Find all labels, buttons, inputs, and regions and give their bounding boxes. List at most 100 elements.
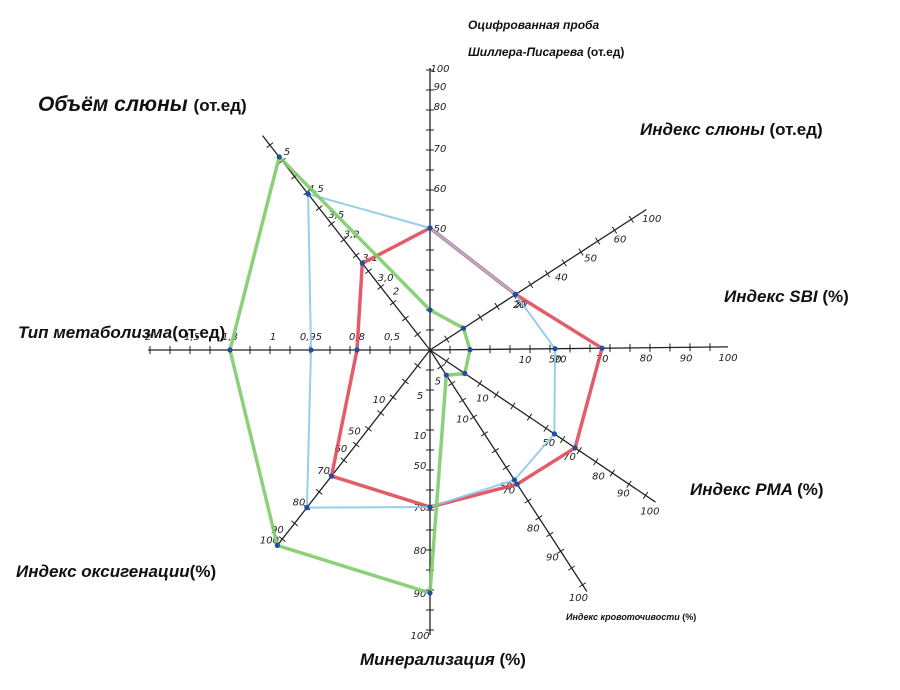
tick-label-pma: 90 xyxy=(617,488,630,499)
axis-line-saliva_volume xyxy=(262,135,431,351)
axis-tick-mark-bleeding xyxy=(437,364,445,370)
series-point-1-pma xyxy=(551,431,558,437)
axis-tick-mark-pma xyxy=(626,480,632,488)
axis-tick-mark-saliva_index xyxy=(544,270,551,278)
axis-tick-mark-saliva_volume xyxy=(266,142,274,148)
axis-tick-mark-bleeding xyxy=(469,414,478,420)
axis-label-metabolism: Тип метаболизма(от.ед) xyxy=(18,323,226,342)
series-point-1-metabolism xyxy=(308,347,314,353)
series-point-2-schiller xyxy=(427,307,433,313)
tick-label-schiller: 100 xyxy=(430,64,449,75)
series-polygon-1 xyxy=(305,193,556,509)
axis-label-saliva-volume: Объём слюны (от.ед) xyxy=(38,93,247,116)
axis-tick-mark-pma xyxy=(526,413,533,421)
axis-tick-mark-saliva_index xyxy=(477,313,483,321)
axis-tick-mark-saliva_volume xyxy=(340,236,348,243)
axis-tick-mark-saliva_index xyxy=(444,335,450,343)
tick-label-oxygenation: 100 xyxy=(260,535,279,546)
tick-label-saliva_volume: 5 xyxy=(284,147,290,158)
axis-label-mineralization: Минерализация (%) xyxy=(360,650,526,669)
axis-tick-mark-saliva_volume xyxy=(377,284,385,290)
axis-tick-mark-saliva_index xyxy=(628,215,634,223)
series-point-1-mineralization xyxy=(427,504,433,510)
axis-line-bleeding xyxy=(429,349,588,592)
axis-label-bleeding: Индекс кровоточивости (%) xyxy=(566,612,697,622)
axis-label-schiller-line1: Оцифрованная проба xyxy=(468,18,600,32)
axis-tick-mark-bleeding xyxy=(459,397,467,403)
axis-tick-mark-oxygenation xyxy=(291,520,299,527)
axis-line-saliva_index xyxy=(429,208,647,351)
series-point-2-saliva_volume xyxy=(276,154,282,160)
tick-label-schiller: 50 xyxy=(434,224,447,235)
tick-label-bleeding: 70 xyxy=(502,486,515,497)
axis-tick-mark-bleeding xyxy=(491,448,499,454)
tick-label-bleeding: 5 xyxy=(435,377,441,388)
series-point-0-metabolism xyxy=(354,347,360,353)
axis-tick-mark-saliva_index xyxy=(561,259,567,267)
series-point-2-oxygenation xyxy=(274,542,280,549)
axis-tick-mark-bleeding xyxy=(535,515,543,521)
tick-label-bleeding: 100 xyxy=(569,593,588,604)
axis-tick-mark-saliva_volume xyxy=(401,315,409,322)
axis-tick-mark-pma xyxy=(477,379,483,388)
axis-tick-mark-pma xyxy=(543,424,549,432)
axis-tick-mark-pma xyxy=(443,357,450,365)
series-point-0-oxygenation xyxy=(328,473,335,479)
tick-label-pma: 50 xyxy=(542,438,555,449)
series-point-0-pma xyxy=(572,445,578,451)
tick-label-saliva_volume: 3,2 xyxy=(344,230,360,241)
axis-tick-mark-pma xyxy=(559,435,566,444)
axis-tick-mark-pma xyxy=(493,391,499,399)
series-point-0-saliva_volume xyxy=(359,260,365,266)
tick-label-sbi: 70 xyxy=(596,354,609,365)
axes-layer xyxy=(148,68,728,635)
tick-label-mineralization: 90 xyxy=(414,589,427,600)
tick-label-saliva_index: 60 xyxy=(614,235,627,246)
axis-label-schiller-line2: Шиллера-Писарева (от.ед) xyxy=(468,45,625,59)
tick-label-oxygenation: 10 xyxy=(373,395,386,406)
axis-tick-mark-bleeding xyxy=(567,565,576,571)
series-point-0-sbi xyxy=(599,345,605,351)
axis-label-saliva-index: Индекс слюны (от.ед) xyxy=(640,120,823,139)
series-point-1-saliva_volume xyxy=(305,191,311,197)
tick-label-schiller: 60 xyxy=(434,184,447,195)
tick-label-mineralization: 5 xyxy=(417,391,423,402)
tick-label-oxygenation: 60 xyxy=(334,444,347,455)
tick-label-metabolism: 1,5 xyxy=(184,332,200,343)
axis-tick-mark-saliva_volume xyxy=(364,268,372,275)
tick-label-sbi: 80 xyxy=(640,354,653,365)
series-point-2-metabolism xyxy=(227,347,233,353)
series-polygon-0 xyxy=(329,226,604,509)
tick-label-sbi: 90 xyxy=(680,353,693,364)
tick-label-oxygenation: 80 xyxy=(293,497,306,508)
tick-label-sbi: 10 xyxy=(519,355,532,366)
axis-tick-mark-saliva_index xyxy=(578,248,584,256)
axis-tick-mark-saliva_index xyxy=(494,302,500,311)
axis-tick-mark-bleeding xyxy=(448,380,456,387)
axis-tick-mark-bleeding xyxy=(480,431,489,437)
tick-label-pma: 80 xyxy=(592,472,605,483)
axis-label-sbi: Индекс SBI (%) xyxy=(724,287,849,306)
tick-label-saliva_index: 30 xyxy=(515,299,528,310)
tick-label-metabolism: 0,5 xyxy=(384,332,400,343)
tick-label-schiller: 70 xyxy=(434,144,447,155)
series-point-1-bleeding xyxy=(511,477,517,483)
axis-tick-mark-pma xyxy=(593,458,599,466)
axis-tick-mark-pma xyxy=(510,402,516,410)
axis-tick-mark-saliva_volume xyxy=(352,252,360,259)
tick-label-bleeding: 10 xyxy=(456,414,469,425)
tick-label-pma: 10 xyxy=(476,393,489,404)
tick-label-saliva_index: 20 xyxy=(513,300,526,311)
tick-label-bleeding: 80 xyxy=(527,523,540,534)
tick-label-mineralization: 10 xyxy=(414,431,427,442)
axis-tick-mark-oxygenation xyxy=(377,410,385,416)
axis-tick-mark-bleeding xyxy=(546,531,554,538)
series-point-1-saliva_index xyxy=(512,291,519,297)
tick-label-saliva_index: 40 xyxy=(555,273,568,284)
axis-line-oxygenation xyxy=(276,349,431,546)
series-point-2-saliva_index xyxy=(460,325,467,331)
axis-tick-mark-oxygenation xyxy=(364,425,372,432)
axis-tick-mark-oxygenation xyxy=(389,394,397,401)
